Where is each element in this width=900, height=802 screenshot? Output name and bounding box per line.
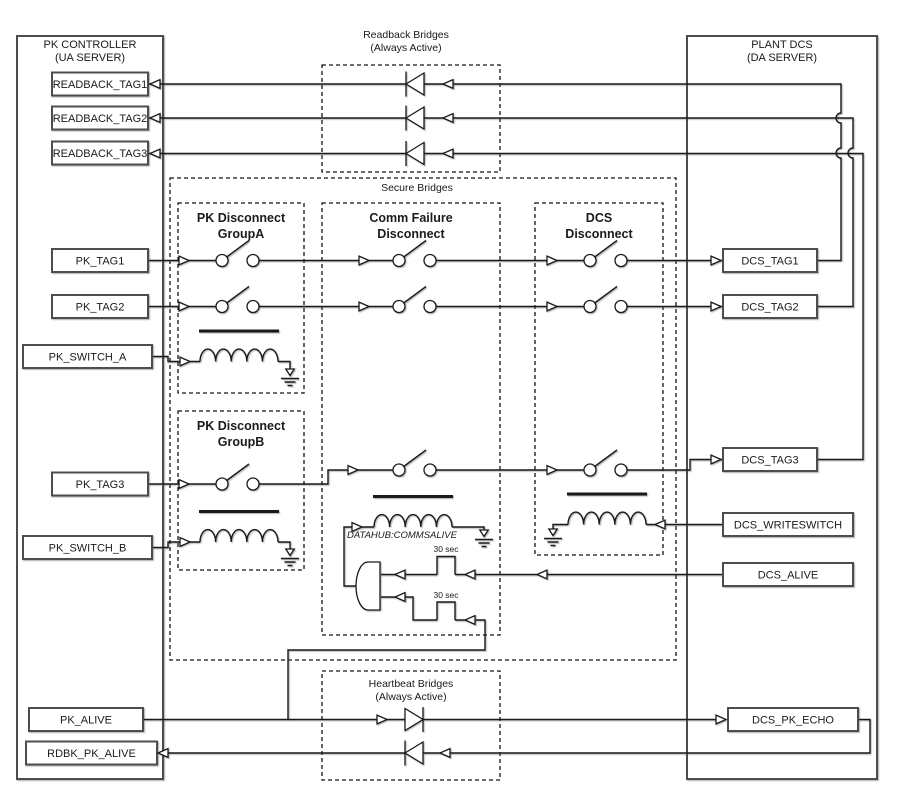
heartbeat-bridges-label2: (Always Active) — [375, 691, 446, 703]
wire-coil-b-ground — [278, 541, 291, 549]
groupa-label2: GroupA — [218, 227, 265, 241]
tag-box-dcs-tag3 — [722, 447, 818, 472]
tag-box-dcs-tag2 — [722, 294, 818, 319]
dcs-disconnect-box — [534, 202, 664, 556]
tag-label-dcs-pk-echo: DCS_PK_ECHO — [752, 715, 834, 727]
tag-box-readback-tag3 — [51, 140, 149, 166]
wire-readback-tag3 — [148, 152, 864, 461]
delay-bottom-label: 30 sec — [433, 590, 459, 600]
tag-box-dcs-writeswitch — [722, 512, 854, 537]
datahub-commsalive-label: DATAHUB:COMMSALIVE — [347, 530, 458, 541]
delay-pulse-icon — [436, 555, 456, 576]
pk-controller-subtitle: (UA SERVER) — [55, 52, 125, 64]
tag-box-pk-tag1 — [51, 248, 149, 273]
plant-dcs-subtitle: (DA SERVER) — [747, 52, 817, 64]
relay-coil-icon — [197, 329, 281, 363]
diode-icon — [405, 70, 425, 98]
tag-label-rdbk-pk-alive: RDBK_PK_ALIVE — [47, 748, 136, 760]
tag-label-dcs-tag3: DCS_TAG3 — [741, 455, 798, 467]
readback-bridges-label2: (Always Active) — [370, 42, 441, 54]
diode-icon — [405, 104, 425, 132]
diode-icon — [404, 706, 424, 733]
wire-rdbk-pk-alive — [160, 718, 871, 754]
pk-disconnect-groupa-box — [177, 202, 305, 394]
heartbeat-bridges-box — [321, 670, 501, 781]
readback-bridges-label: Readback Bridges — [363, 29, 449, 41]
tag-label-pk-alive: PK_ALIVE — [60, 715, 112, 727]
tag-label-dcs-alive: DCS_ALIVE — [758, 570, 819, 582]
left-tag-boxes — [22, 71, 158, 766]
delay-top-label: 30 sec — [433, 544, 459, 554]
switch-icon — [583, 239, 628, 268]
switch-icon — [392, 239, 437, 268]
comm-failure-label2: Disconnect — [377, 227, 445, 241]
ground-icon — [474, 529, 494, 548]
tag-label-pk-switch-a: PK_SWITCH_A — [49, 352, 127, 364]
tag-box-dcs-alive — [722, 562, 854, 587]
groupb-label: PK Disconnect — [197, 419, 286, 433]
secure-bridges-label: Secure Bridges — [381, 182, 453, 194]
switch-icon — [583, 285, 628, 314]
relay-coil-icon — [197, 510, 281, 544]
switch-icon — [583, 449, 628, 477]
symbols — [149, 70, 727, 767]
pk-controller-title: PK CONTROLLER — [44, 39, 137, 51]
switch-icon — [392, 449, 437, 477]
tag-box-pk-alive — [28, 707, 144, 732]
tag-label-readback-tag3: READBACK_TAG3 — [53, 148, 148, 160]
diode-icon — [404, 739, 424, 767]
relay-coil-icon — [565, 492, 649, 526]
tag-box-dcs-tag1 — [722, 248, 818, 273]
ground-icon — [543, 528, 563, 547]
heartbeat-bridges-label: Heartbeat Bridges — [369, 678, 454, 690]
tag-label-pk-tag2: PK_TAG2 — [76, 302, 125, 314]
tag-box-rdbk-pk-alive — [25, 740, 158, 766]
switch-icon — [215, 463, 260, 491]
switch-icon — [392, 285, 437, 314]
switch-icon — [215, 239, 260, 268]
switch-icon — [215, 285, 260, 314]
tag-label-readback-tag2: READBACK_TAG2 — [53, 113, 148, 125]
tag-label-pk-switch-b: PK_SWITCH_B — [49, 543, 127, 555]
tag-label-pk-tag3: PK_TAG3 — [76, 479, 125, 491]
ground-icon — [280, 548, 300, 567]
tag-label-pk-tag1: PK_TAG1 — [76, 256, 125, 268]
plant-dcs-panel — [686, 35, 878, 780]
comm-failure-disconnect-box — [321, 202, 501, 636]
tag-box-readback-tag2 — [51, 105, 149, 131]
tag-box-pk-switch-b — [22, 535, 153, 560]
wire-coil-a-ground — [278, 360, 291, 369]
tag-box-readback-tag1 — [51, 71, 149, 97]
tag-box-pk-switch-a — [22, 344, 153, 369]
tag-label-dcs-tag2: DCS_TAG2 — [741, 302, 798, 314]
tag-label-dcs-writeswitch: DCS_WRITESWITCH — [734, 520, 842, 532]
groupa-label: PK Disconnect — [197, 211, 286, 225]
tag-box-pk-tag2 — [51, 294, 149, 319]
diode-icon — [405, 140, 425, 167]
relay-coil-icon — [371, 495, 455, 529]
plant-dcs-title: PLANT DCS — [751, 39, 813, 51]
tag-label-dcs-tag1: DCS_TAG1 — [741, 256, 798, 268]
delay-pulse-icon — [436, 601, 456, 621]
labels: PK CONTROLLER (UA SERVER) PLANT DCS (DA … — [44, 29, 843, 760]
wire-comm-coil-ground — [452, 526, 485, 530]
tag-box-pk-tag3 — [51, 471, 149, 497]
groupb-label2: GroupB — [218, 435, 265, 449]
right-tag-boxes — [722, 248, 859, 732]
dcs-disconnect-label2: Disconnect — [565, 227, 633, 241]
tag-box-dcs-pk-echo — [727, 707, 859, 732]
secure-bridges-box — [169, 177, 677, 661]
ground-icon — [280, 368, 300, 387]
dcs-disconnect-label: DCS — [586, 211, 612, 225]
wire-readback-tag1 — [148, 83, 842, 262]
and-gate-icon — [355, 561, 381, 611]
pk-disconnect-groupb-box — [177, 410, 305, 571]
comm-failure-label: Comm Failure — [369, 211, 452, 225]
tag-label-readback-tag1: READBACK_TAG1 — [53, 79, 148, 91]
